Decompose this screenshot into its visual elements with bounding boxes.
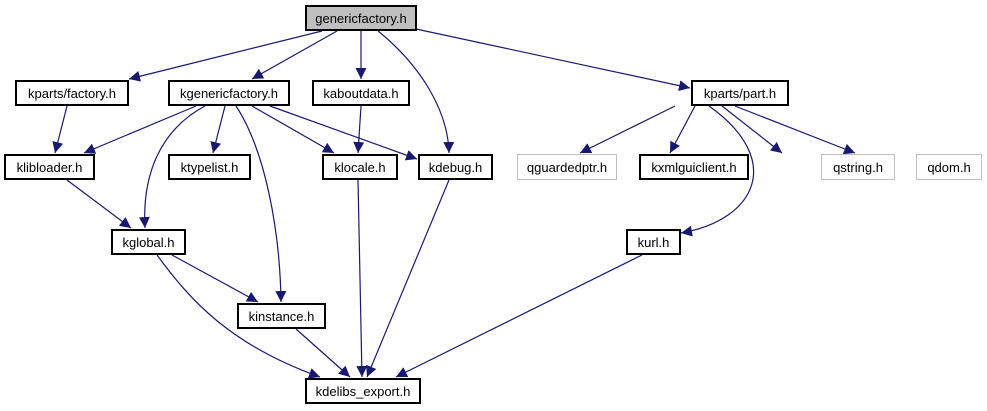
edge-kinstance-to-kdelibs-export (295, 328, 351, 378)
node-label: kaboutdata.h (323, 85, 399, 101)
edge-kdebug-to-kdelibs-export (366, 179, 450, 378)
edge-kgenericfactory-to-klocale (251, 105, 335, 154)
node-genericfactory[interactable]: genericfactory.h (305, 5, 417, 31)
edge-genericfactory-to-kdebug (377, 30, 455, 154)
edge-kgenericfactory-to-ktypelist (210, 105, 226, 154)
node-label: ktypelist.h (180, 159, 239, 175)
node-klocale[interactable]: klocale.h (322, 154, 398, 180)
node-kaboutdata[interactable]: kaboutdata.h (312, 80, 410, 106)
edge-kgenericfactory-to-kdebug (269, 105, 418, 161)
node-label: klocale.h (334, 159, 386, 175)
edge-kparts-part-to-kurl (680, 105, 754, 237)
edge-kparts-part-to-qdom (734, 105, 856, 155)
edge-kurl-to-kdelibs-export (395, 254, 643, 378)
edge-kparts-part-to-kxmlguiclient (669, 105, 696, 154)
edge-kgenericfactory-to-klibloader (83, 105, 197, 154)
node-label: qstring.h (833, 159, 883, 175)
edge-kgenericfactory-to-kglobal (138, 105, 206, 229)
node-label: kurl.h (637, 234, 670, 250)
node-label: kgenericfactory.h (179, 85, 279, 101)
node-ktypelist[interactable]: ktypelist.h (168, 154, 251, 180)
node-qdom: qdom.h (916, 154, 982, 180)
edge-kaboutdata-to-klocale (353, 105, 365, 154)
node-kglobal[interactable]: kglobal.h (111, 229, 186, 255)
node-kurl[interactable]: kurl.h (626, 229, 681, 255)
node-label: kxmlguiclient.h (651, 159, 737, 175)
edge-kglobal-to-kinstance (171, 254, 259, 303)
node-label: genericfactory.h (315, 10, 407, 26)
node-kdelibs-export[interactable]: kdelibs_export.h (305, 378, 421, 404)
node-label: kparts/factory.h (28, 85, 116, 101)
edge-kglobal-to-kdelibs-export (156, 254, 321, 379)
node-qstring: qstring.h (821, 154, 895, 180)
node-qguardedptr: qguardedptr.h (517, 154, 617, 180)
node-label: kinstance.h (248, 308, 315, 324)
node-label: kparts/part.h (703, 85, 777, 101)
edge-klocale-to-kdelibs-export (356, 179, 368, 378)
edge-kparts-part-to-qguardedptr (579, 105, 676, 154)
node-klibloader[interactable]: klibloader.h (4, 154, 95, 180)
edge-genericfactory-to-kparts-part (415, 28, 691, 92)
node-kgenericfactory[interactable]: kgenericfactory.h (168, 80, 290, 106)
node-label: qguardedptr.h (526, 159, 608, 175)
edge-kgenericfactory-to-kinstance (235, 105, 287, 303)
node-label: kglobal.h (122, 234, 175, 250)
node-kparts-part[interactable]: kparts/part.h (691, 80, 789, 106)
edge-klibloader-to-kglobal (66, 179, 132, 229)
node-kinstance[interactable]: kinstance.h (237, 303, 326, 329)
node-label: kdelibs_export.h (315, 383, 411, 399)
edge-kparts-factory-to-klibloader (52, 105, 68, 154)
node-label: qdom.h (927, 159, 971, 175)
node-kxmlguiclient[interactable]: kxmlguiclient.h (639, 154, 749, 180)
edge-genericfactory-to-kparts-factory (128, 30, 323, 82)
node-label: kdebug.h (428, 159, 483, 175)
node-kdebug[interactable]: kdebug.h (418, 154, 493, 180)
node-label: klibloader.h (16, 159, 83, 175)
node-kparts-factory[interactable]: kparts/factory.h (15, 80, 129, 106)
edge-genericfactory-to-kgenericfactory (251, 30, 338, 80)
edge-kparts-part-to-qstring (721, 105, 783, 154)
